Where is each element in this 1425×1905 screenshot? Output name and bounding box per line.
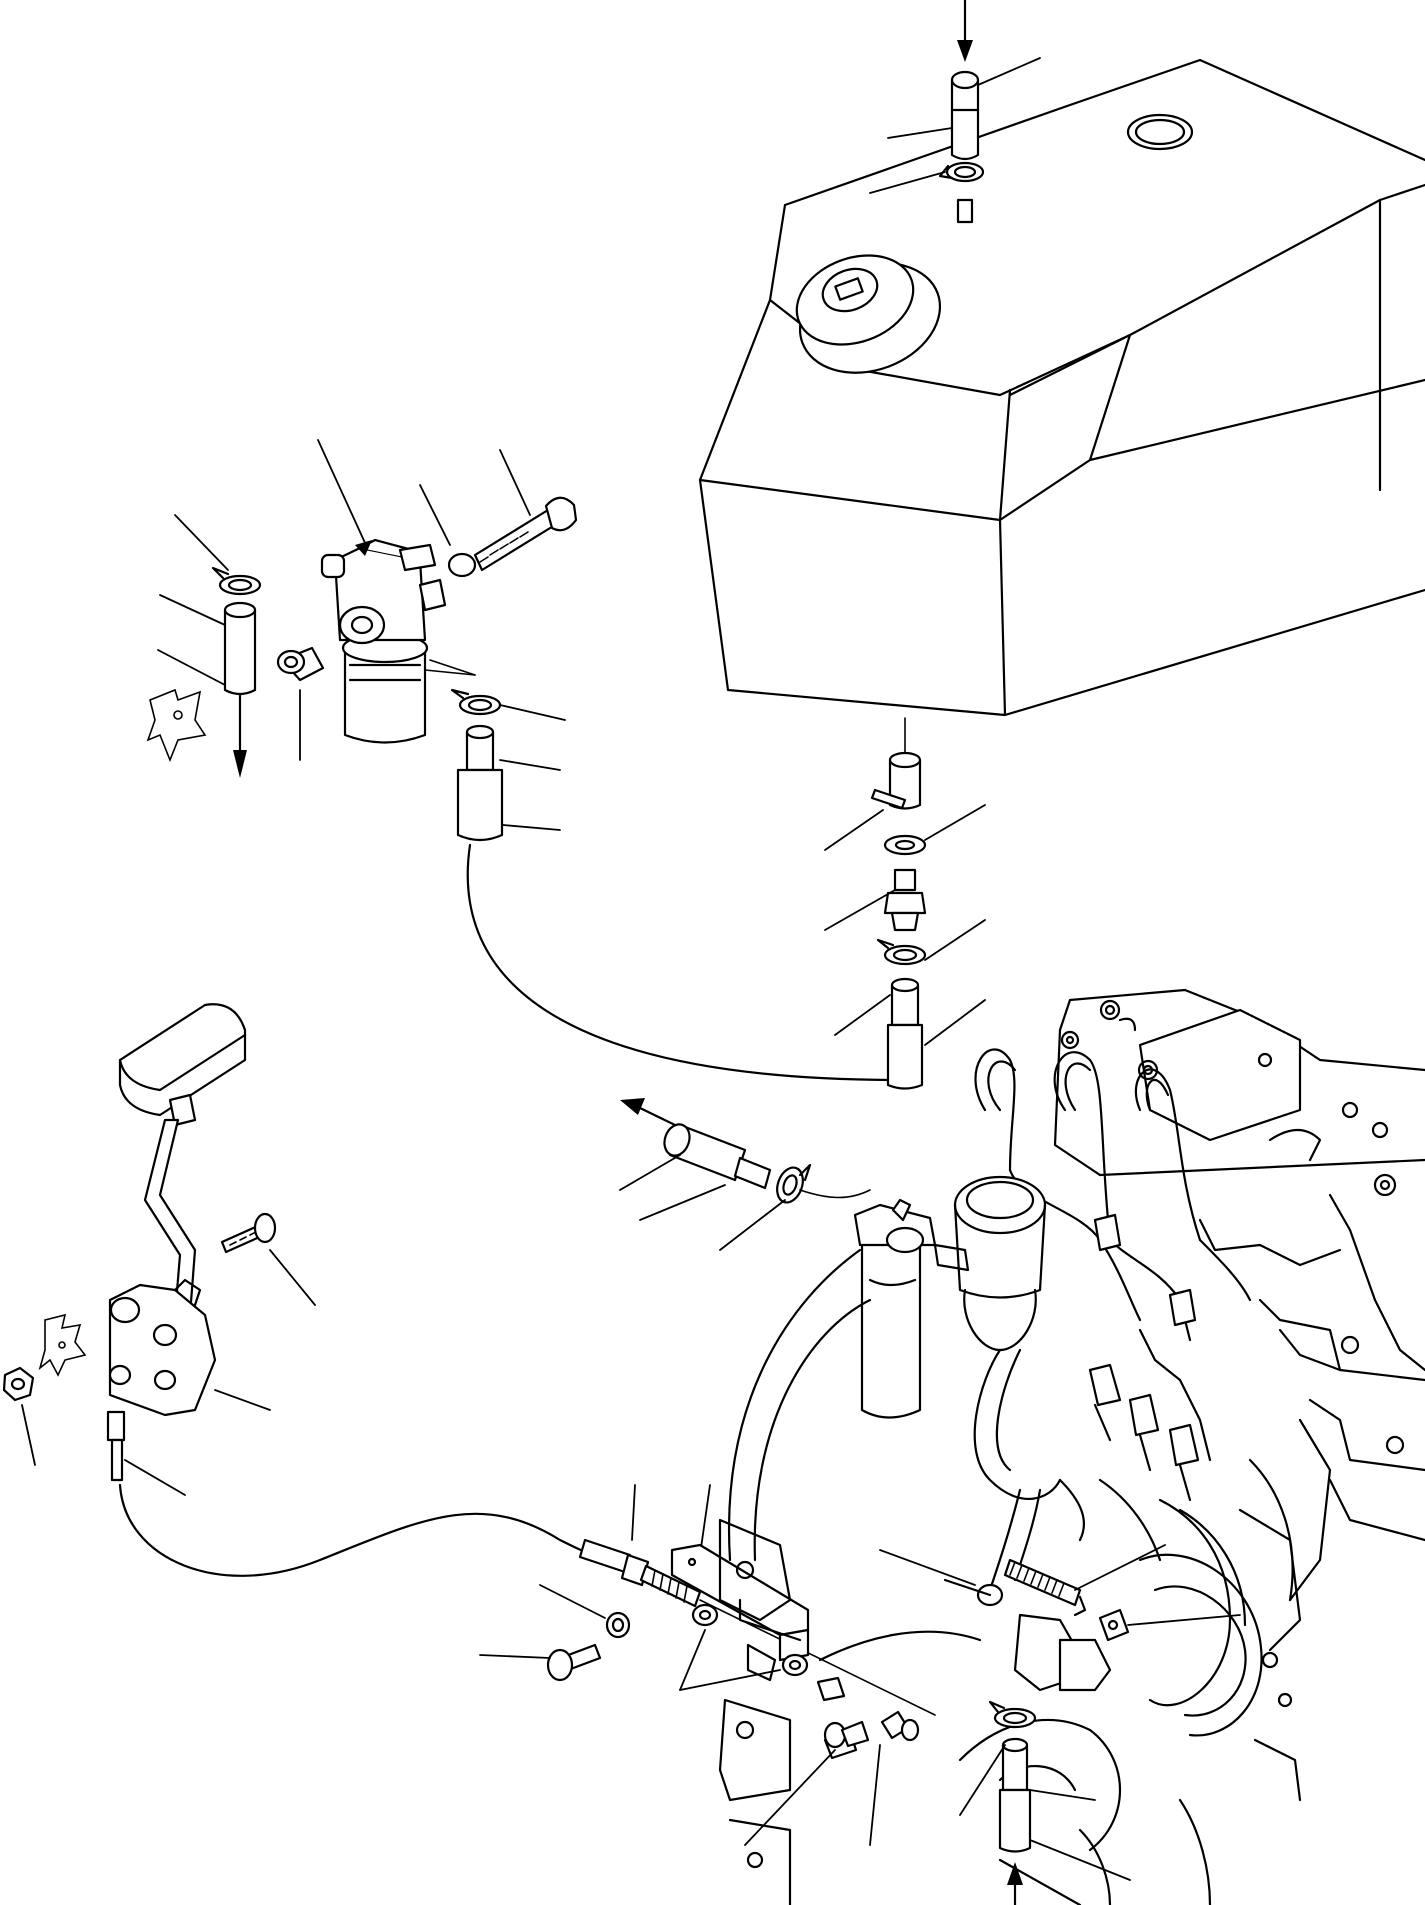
engine-feed-hose bbox=[619, 1098, 871, 1251]
lever-bolt bbox=[744, 1720, 881, 1846]
bracket-bolt bbox=[479, 1584, 631, 1682]
tank-top-hose bbox=[938, 0, 985, 224]
hose-clamp bbox=[146, 514, 262, 778]
fuel-filter bbox=[317, 439, 578, 744]
return-spring bbox=[1003, 1544, 1166, 1617]
fuel-hose bbox=[424, 669, 918, 1082]
engine bbox=[718, 988, 1425, 1905]
cable-bracket bbox=[670, 1543, 920, 1760]
tank-outlet-fittings bbox=[824, 751, 986, 1090]
injection-pump-lever bbox=[879, 1549, 1241, 1692]
throttle-cable bbox=[118, 1483, 936, 1716]
leader-lines-top bbox=[869, 57, 1041, 194]
fuel-tank bbox=[698, 58, 1425, 761]
spacer-collar bbox=[276, 646, 325, 761]
fuel-tank-cap bbox=[795, 254, 942, 374]
throttle-pedal bbox=[2, 1003, 316, 1496]
return-hose bbox=[959, 1700, 1131, 1905]
